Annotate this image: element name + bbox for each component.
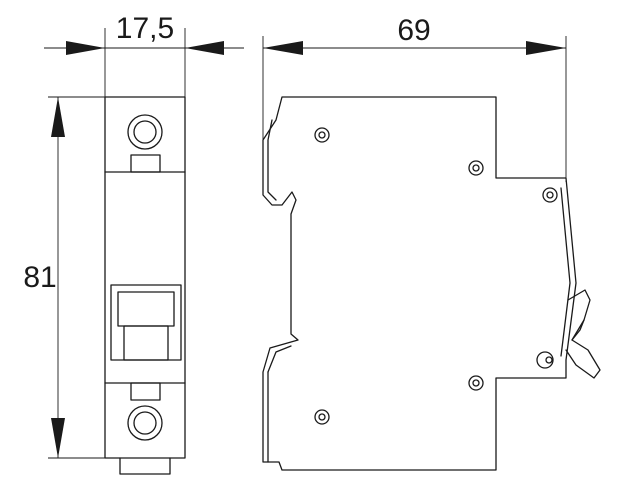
width-dimension: 17,5: [44, 12, 244, 97]
side-view: [262, 96, 601, 471]
depth-dimension: 69: [262, 14, 567, 182]
top-terminal-tab: [130, 154, 161, 173]
depth-label: 69: [397, 14, 430, 47]
bottom-terminal-tab: [130, 382, 161, 401]
arrow-head: [185, 41, 224, 55]
rivet-icon: [542, 187, 558, 203]
front-body-outline: [104, 96, 186, 459]
rivet-icon: [468, 375, 484, 391]
rivet-icon: [314, 409, 330, 425]
arrow-head: [526, 41, 566, 55]
rivet-icon: [314, 127, 330, 143]
arrow-head: [51, 97, 65, 137]
front-foot: [119, 457, 171, 475]
arrow-head: [66, 41, 105, 55]
height-dimension: 81: [23, 96, 185, 459]
top-terminal-screw-icon: [127, 114, 163, 150]
height-label: 81: [23, 261, 56, 294]
arrow-head: [51, 418, 65, 458]
rivet-icon: [536, 351, 554, 369]
side-toggle-lever: [565, 289, 601, 379]
arrow-head: [263, 41, 303, 55]
side-body-outline: [262, 96, 577, 471]
lever-window: [110, 284, 182, 361]
toggle-lever: [123, 325, 169, 361]
rivet-icon: [468, 160, 484, 176]
front-view: [104, 96, 186, 475]
width-label: 17,5: [116, 12, 174, 45]
bottom-terminal-screw-icon: [127, 405, 163, 441]
